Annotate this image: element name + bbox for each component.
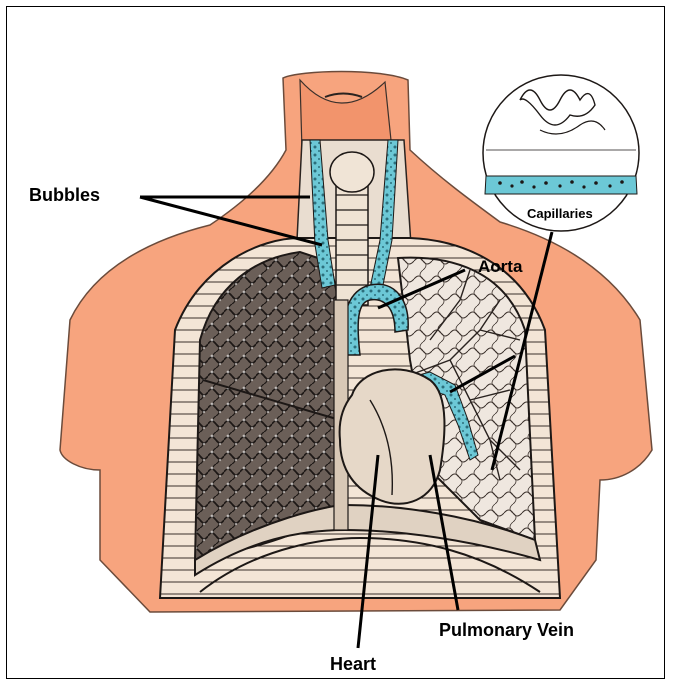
label-capillaries: Capillaries (527, 206, 593, 221)
label-bubbles: Bubbles (29, 185, 100, 205)
label-aorta: Aorta (478, 257, 523, 276)
label-heart: Heart (330, 654, 376, 674)
larynx (330, 152, 374, 192)
label-pulmonary-vein: Pulmonary Vein (439, 620, 574, 640)
